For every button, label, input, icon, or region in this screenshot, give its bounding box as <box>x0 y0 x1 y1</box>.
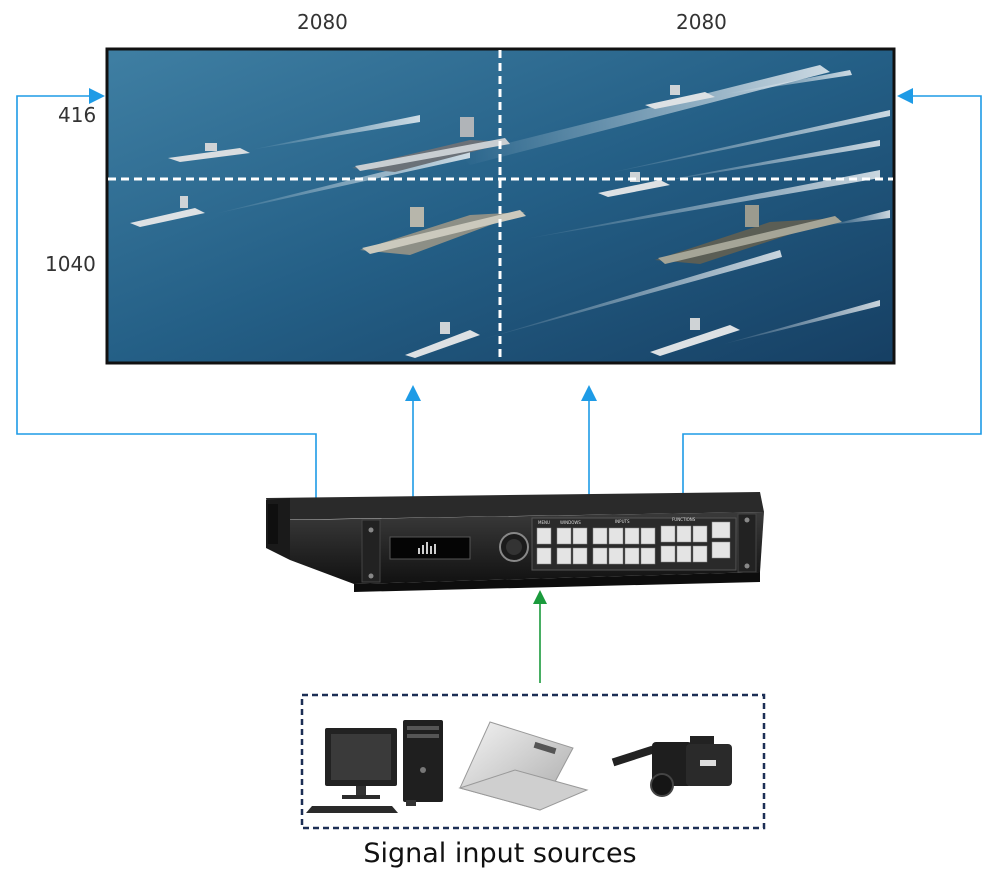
desktop-computer-icon <box>306 720 443 813</box>
windows-section-label: WINDOWS <box>560 520 581 525</box>
output-arrows <box>16 88 982 499</box>
signal-source-box <box>300 693 766 830</box>
signal-sources-caption: Signal input sources <box>363 838 637 869</box>
inputs-section-label: INPUTS <box>615 519 630 524</box>
functions-section-label: FUNCTIONS <box>672 517 696 522</box>
dimension-label-left-top: 416 <box>58 103 97 127</box>
dimension-label-left-bottom: 1040 <box>45 252 96 276</box>
laptop-icon <box>458 721 589 811</box>
front-panel-buttons <box>536 521 731 565</box>
ship-wakes <box>210 65 890 345</box>
video-processor: MENU WINDOWS INPUTS FUNCTIONS <box>266 492 764 592</box>
video-camera-icon <box>611 736 732 797</box>
led-screen <box>105 47 896 365</box>
input-arrow <box>533 590 547 683</box>
dimension-label-top-left: 2080 <box>297 10 348 34</box>
processor-section-labels: MENU WINDOWS INPUTS FUNCTIONS <box>538 517 696 525</box>
right-output-arrow <box>682 88 982 499</box>
dimension-label-top-right: 2080 <box>676 10 727 34</box>
ships <box>130 85 842 358</box>
left-output-arrow <box>16 88 317 499</box>
display-bars <box>418 542 436 554</box>
menu-section-label: MENU <box>538 520 550 525</box>
